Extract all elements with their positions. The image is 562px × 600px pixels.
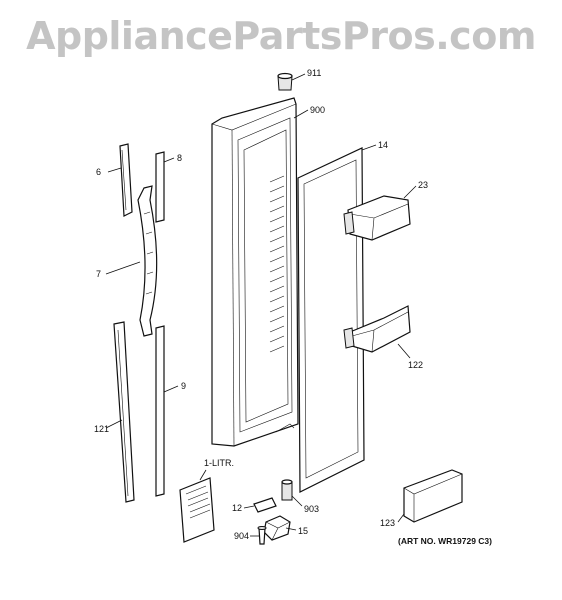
label-8: 8 (177, 153, 182, 163)
label-7: 7 (96, 269, 101, 279)
label-121: 121 (94, 424, 109, 434)
door-shelf-ribs (269, 175, 285, 353)
part-123-bin[interactable] (403, 469, 463, 523)
part-904-screw[interactable] (257, 526, 267, 545)
label-23: 23 (418, 180, 428, 190)
part-1-litr-booklet[interactable] (179, 477, 215, 543)
label-9: 9 (181, 381, 186, 391)
part-7-handle[interactable] (137, 185, 158, 337)
part-903-cylinder[interactable] (281, 479, 293, 501)
part-900-door-panel[interactable] (211, 97, 299, 447)
label-122: 122 (408, 360, 423, 370)
label-1-litr: 1-LITR. (204, 458, 234, 468)
part-23-door-bin[interactable] (343, 195, 411, 241)
label-904: 904 (234, 531, 249, 541)
part-9-trim-strip[interactable] (155, 325, 165, 497)
label-12: 12 (232, 503, 242, 513)
part-6-handle-end[interactable] (119, 143, 133, 217)
label-900: 900 (310, 105, 325, 115)
part-14-door-gasket[interactable] (297, 147, 365, 493)
label-123: 123 (380, 518, 395, 528)
label-15: 15 (298, 526, 308, 536)
part-12-bracket[interactable] (253, 497, 277, 513)
part-911-cap[interactable] (277, 72, 293, 91)
label-6: 6 (96, 167, 101, 177)
label-903: 903 (304, 504, 319, 514)
part-121-handle-end[interactable] (113, 321, 135, 503)
part-122-door-bin[interactable] (343, 305, 411, 353)
label-911: 911 (307, 68, 321, 78)
part-8-trim-strip[interactable] (155, 151, 165, 223)
watermark-text: AppliancePartsPros.com (26, 14, 536, 58)
art-number: (ART NO. WR19729 C3) (398, 536, 492, 546)
label-14: 14 (378, 140, 388, 150)
